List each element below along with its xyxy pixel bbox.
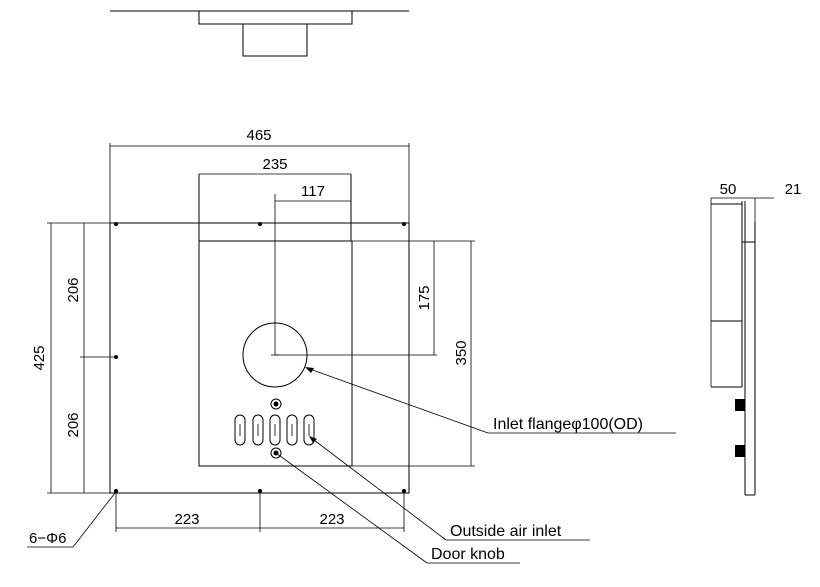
door-knob-upper: [270, 398, 282, 410]
top-view: [110, 10, 409, 57]
side-view: [710, 198, 756, 496]
callout-door-knob: Door knob: [431, 546, 505, 563]
callout-mounting-holes: 6−Φ6: [29, 530, 66, 547]
callout-leaders: [27, 367, 676, 564]
inner-frame: [198, 240, 353, 467]
dim-frame-width: 235: [262, 156, 287, 173]
dim-overall-width: 465: [246, 127, 271, 144]
dim-overall-height: 425: [31, 345, 48, 370]
dim-side-plate: 21: [785, 181, 802, 198]
dimension-lines: [47, 143, 774, 532]
mounting-holes: [114, 222, 406, 493]
side-knob-upper: [735, 399, 745, 411]
dim-bottom-right: 223: [319, 511, 344, 528]
dim-bottom-left: 223: [174, 511, 199, 528]
callout-labels: Inlet flangeφ100(OD) Outside air inlet D…: [29, 416, 643, 563]
dim-flange-offset: 175: [416, 285, 433, 310]
dim-side-depth: 50: [720, 181, 737, 198]
front-view: [109, 174, 410, 494]
callout-outside-air-inlet: Outside air inlet: [450, 523, 562, 540]
dim-frame-height: 350: [453, 340, 470, 365]
dim-half-frame: 117: [301, 183, 325, 200]
dimension-labels: 465 235 117 425 206 206 175 350 223 223 …: [31, 127, 801, 528]
dim-lower-pitch: 206: [65, 412, 82, 437]
callout-inlet-flange: Inlet flangeφ100(OD): [493, 416, 643, 433]
side-knob-lower: [735, 445, 745, 457]
panel-outline: [109, 222, 410, 494]
outside-air-louvre: [234, 414, 315, 446]
dim-upper-pitch: 206: [65, 277, 82, 302]
